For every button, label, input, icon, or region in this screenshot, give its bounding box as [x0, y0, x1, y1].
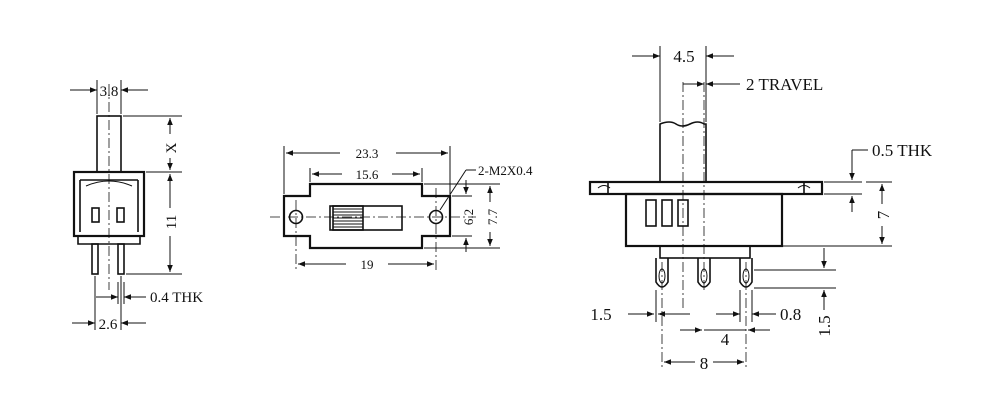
front-pin-pitch-label: 4	[721, 330, 730, 349]
front-window-3	[677, 199, 689, 227]
side-pin-right	[117, 243, 125, 275]
top-height-small-label: 6.2	[461, 209, 476, 225]
front-body	[624, 192, 784, 248]
front-view: 4.5 2 TRAVEL 0.5 THK 7 1.5 1.5	[588, 46, 933, 373]
top-plate	[282, 182, 452, 250]
front-plate-thk-label: 0.5 THK	[872, 141, 933, 160]
top-knob-ribs	[333, 208, 363, 228]
front-pin-width-label: 0.8	[780, 305, 801, 324]
side-contact-right	[116, 207, 125, 223]
side-height-label: 11	[164, 215, 180, 229]
front-pin-middle	[697, 258, 711, 288]
front-actuator-width-label: 4.5	[673, 47, 694, 66]
side-pin-left	[91, 243, 99, 275]
front-body-height-label: 7	[874, 210, 893, 219]
top-slot	[329, 205, 403, 231]
front-base	[659, 245, 751, 259]
top-view: 23.3 15.6 2-M2X0.4 19 6.2 7.7	[270, 146, 533, 272]
top-thread-label: 2-M2X0.4	[478, 163, 533, 178]
front-pin-span-label: 8	[700, 354, 709, 373]
front-window-1	[645, 199, 657, 227]
front-left-offset-label: 1.5	[590, 305, 611, 324]
side-contact-left	[91, 207, 100, 223]
front-plate-hole-left	[597, 185, 611, 189]
side-pin-spacing-label: 2.6	[99, 317, 118, 333]
side-view: 3.8 X 11 0.4 THK 2.6	[70, 80, 203, 333]
side-width-label: 3.8	[100, 84, 119, 100]
front-travel-label: 2 TRAVEL	[746, 75, 823, 94]
front-plate	[588, 180, 824, 196]
front-pin-height-label: 1.5	[815, 315, 834, 336]
top-inner-label: 15.6	[356, 167, 379, 182]
side-thickness-label: 0.4 THK	[150, 290, 203, 306]
front-window-2	[661, 199, 673, 227]
top-height-label: 7.7	[485, 208, 500, 225]
side-base	[77, 236, 141, 245]
top-hole-spacing-label: 19	[361, 257, 374, 272]
side-travel-label: X	[164, 142, 180, 153]
top-length-label: 23.3	[356, 146, 379, 161]
